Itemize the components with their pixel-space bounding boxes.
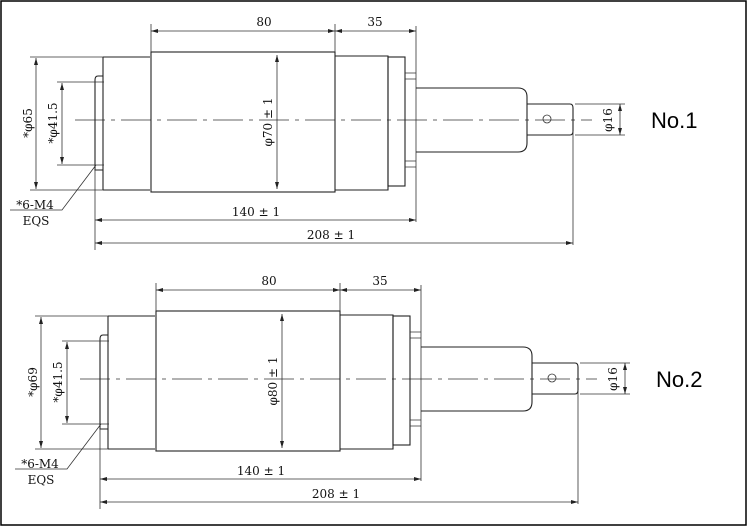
arrowhead <box>409 218 416 222</box>
arrowhead <box>623 387 627 394</box>
figure-label: No.1 <box>651 108 697 133</box>
extension-line <box>30 56 104 191</box>
thread-note: *6-M4 <box>21 457 59 471</box>
right-length-label: 35 <box>367 15 382 29</box>
flange-outer-label: *φ69 <box>26 367 40 397</box>
arrowhead <box>623 363 627 370</box>
arrowhead <box>34 182 38 189</box>
right-flange <box>392 315 411 446</box>
hole-mark <box>547 373 557 383</box>
arrowhead <box>280 314 284 321</box>
main-cylinder <box>155 310 341 452</box>
figure-label: No.2 <box>656 367 702 392</box>
flange-plate <box>99 334 108 430</box>
shaft-tip <box>532 362 579 395</box>
arrowhead <box>156 288 163 292</box>
arrowhead <box>34 58 38 65</box>
arrowhead <box>100 477 107 481</box>
arrowhead <box>39 441 43 448</box>
arrowhead <box>414 288 421 292</box>
flange-outer-label: *φ65 <box>21 108 35 138</box>
right-length-label: 35 <box>372 274 387 288</box>
extension-line <box>150 24 336 52</box>
arrowhead <box>618 104 622 111</box>
flange-inner-label: *φ41.5 <box>51 361 65 402</box>
body-length-label: 80 <box>256 15 271 29</box>
leader-line <box>10 164 97 211</box>
body-length-label: 80 <box>261 274 276 288</box>
length-208-label: 208 ± 1 <box>312 487 360 501</box>
length-208-label: 208 ± 1 <box>307 228 355 242</box>
arrowhead <box>95 241 102 245</box>
extension-line <box>575 103 625 136</box>
right-section <box>340 314 394 450</box>
hole-mark <box>542 114 552 124</box>
arrowhead <box>280 441 284 448</box>
extension-line <box>35 315 109 450</box>
pin <box>410 419 421 427</box>
arrowhead <box>618 128 622 135</box>
pin <box>405 72 416 80</box>
shaft-diameter-label: φ16 <box>601 108 615 132</box>
arrowhead <box>100 500 107 504</box>
arrowhead <box>95 218 102 222</box>
flange-inner-label: *φ41.5 <box>46 102 60 143</box>
shaft <box>421 346 533 412</box>
arrowhead <box>151 29 158 33</box>
length-140-label: 140 ± 1 <box>232 205 280 219</box>
shaft-tip <box>527 103 574 136</box>
arrowhead <box>275 182 279 189</box>
right-section <box>335 55 389 191</box>
arrowhead <box>60 83 64 90</box>
main-cylinder <box>150 51 336 193</box>
arrowhead <box>60 157 64 164</box>
extension-line <box>580 362 630 395</box>
leader-line <box>15 423 102 470</box>
thread-note: *6-M4 <box>16 198 54 212</box>
arrowhead <box>335 29 342 33</box>
arrowhead <box>333 288 340 292</box>
arrowhead <box>414 477 421 481</box>
shaft-diameter-label: φ16 <box>606 367 620 391</box>
shaft <box>416 87 528 153</box>
body-diameter-label: φ70 ± 1 <box>261 98 275 147</box>
thread-note-eqs: EQS <box>28 473 55 487</box>
arrowhead <box>566 241 573 245</box>
pin <box>410 331 421 339</box>
arrowhead <box>571 500 578 504</box>
arrowhead <box>340 288 347 292</box>
right-flange <box>387 56 406 187</box>
arrowhead <box>39 317 43 324</box>
arrowhead <box>409 29 416 33</box>
body-diameter-label: φ80 ± 1 <box>266 357 280 406</box>
arrowhead <box>65 342 69 349</box>
arrowhead <box>328 29 335 33</box>
arrowhead <box>275 55 279 62</box>
thread-note-eqs: EQS <box>23 214 50 228</box>
length-140-label: 140 ± 1 <box>237 464 285 478</box>
pin <box>405 160 416 168</box>
arrowhead <box>65 416 69 423</box>
flange-plate <box>94 75 103 171</box>
extension-line <box>155 283 341 311</box>
